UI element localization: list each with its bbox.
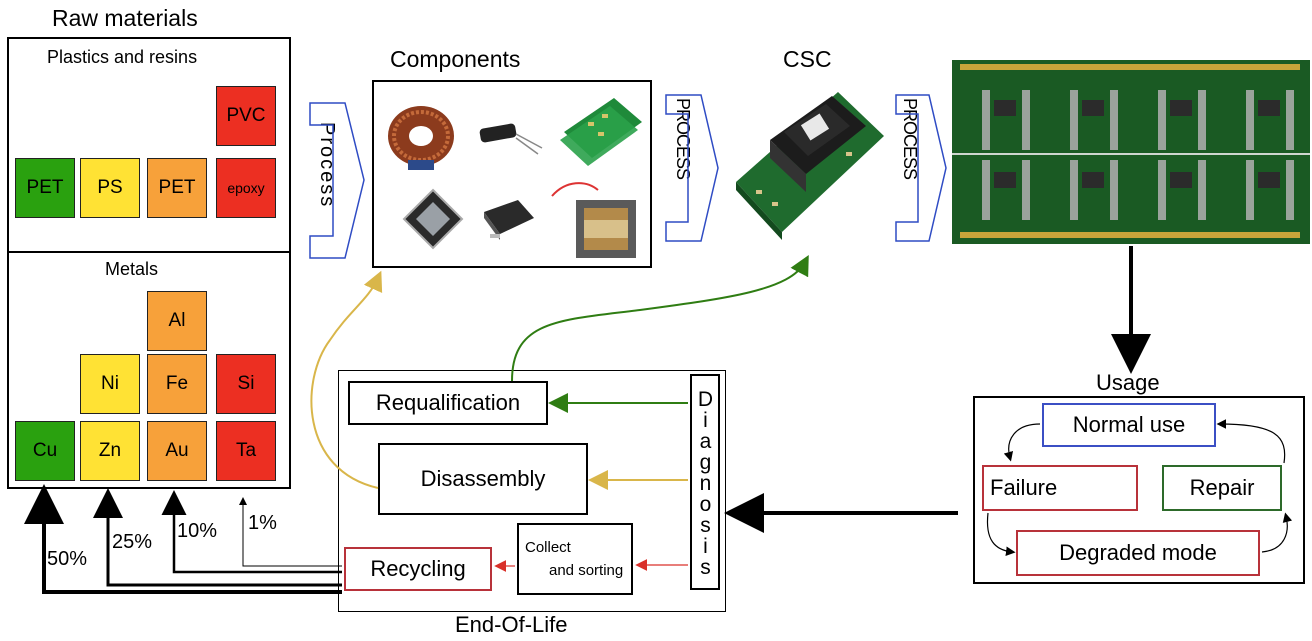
tile-si: Si: [216, 354, 276, 414]
repair-box: Repair: [1162, 465, 1282, 511]
collect-sorting-box: Collect and sorting: [517, 523, 633, 595]
normal-use-label: Normal use: [1072, 412, 1186, 437]
arrow-degraded-to-repair: [1261, 512, 1293, 553]
arrow-repair-to-normal: [1216, 419, 1286, 464]
tile-ta: Ta: [216, 421, 276, 481]
tile-ni: Ni: [80, 354, 140, 414]
arrow-disassembly-to-components: [310, 270, 383, 489]
arrow-requal-to-csc: [511, 254, 809, 382]
transformer-icon: [551, 182, 636, 258]
tile-pvc: PVC: [216, 86, 276, 146]
pct-ta: 1%: [248, 512, 277, 534]
degraded-mode-label: Degraded mode: [1059, 540, 1217, 565]
recycling-label: Recycling: [370, 556, 466, 581]
capacitor-icon: [479, 123, 543, 155]
failure-box: Failure: [982, 465, 1138, 511]
tile-epoxy: epoxy: [216, 158, 276, 218]
csc-title: CSC: [783, 46, 832, 72]
arrow-recycle-to-zn: [93, 488, 342, 587]
requalification-label: Requalification: [375, 390, 521, 415]
disassembly-box: Disassembly: [378, 443, 588, 515]
disassembly-label: Disassembly: [420, 466, 546, 491]
metals-title: Metals: [105, 259, 159, 279]
failure-label: Failure: [990, 475, 1058, 500]
recycling-box: Recycling: [344, 547, 492, 591]
process-arrow-1: [309, 102, 365, 259]
components-title: Components: [390, 46, 521, 72]
smd-component-icon: [484, 200, 534, 240]
normal-use-box: Normal use: [1042, 403, 1216, 447]
arrow-recycle-to-cu: [24, 484, 342, 594]
tile-ps: PS: [80, 158, 140, 218]
pcb-stack-icon: [560, 98, 642, 166]
usage-title: Usage: [1096, 370, 1160, 395]
tile-cu: Cu: [15, 421, 75, 481]
raw-materials-title: Raw materials: [52, 5, 198, 31]
pct-au: 10%: [177, 520, 218, 542]
collect-label: Collect: [525, 539, 571, 556]
end-of-life-title: End-Of-Life: [455, 612, 568, 637]
arrow-normal-to-failure: [1003, 423, 1041, 462]
arrow-recycle-to-au: [161, 490, 342, 574]
arrow-failure-to-degraded: [986, 512, 1016, 557]
process-label-3: PROCESS: [895, 98, 925, 179]
tile-pet-orange: PET: [147, 158, 207, 218]
arrow-recycle-to-ta: [239, 497, 342, 567]
tile-au: Au: [147, 421, 207, 481]
inductor-icon: [388, 106, 454, 170]
diagnosis-label: Diagnosis: [694, 387, 717, 577]
tile-zn: Zn: [80, 421, 140, 481]
components-panel: [372, 80, 652, 268]
diagnosis-box: Diagnosis: [690, 374, 720, 590]
pct-zn: 25%: [112, 531, 153, 553]
plastics-title: Plastics and resins: [47, 47, 198, 67]
csc-module-icon: [736, 92, 884, 240]
repair-label: Repair: [1189, 475, 1255, 500]
process-text-3: PROCESS: [900, 98, 920, 180]
sorting-label: and sorting: [549, 562, 624, 579]
tile-fe: Fe: [147, 354, 207, 414]
pcb-board-icon: [952, 60, 1310, 244]
tile-pet-green: PET: [15, 158, 75, 218]
degraded-mode-box: Degraded mode: [1016, 530, 1260, 576]
pct-cu: 50%: [47, 548, 88, 570]
tile-al: Al: [147, 291, 207, 351]
requalification-box: Requalification: [348, 381, 548, 425]
process-arrow-3: [895, 94, 947, 242]
process-arrow-2: [665, 94, 719, 242]
chip-icon: [402, 188, 464, 250]
